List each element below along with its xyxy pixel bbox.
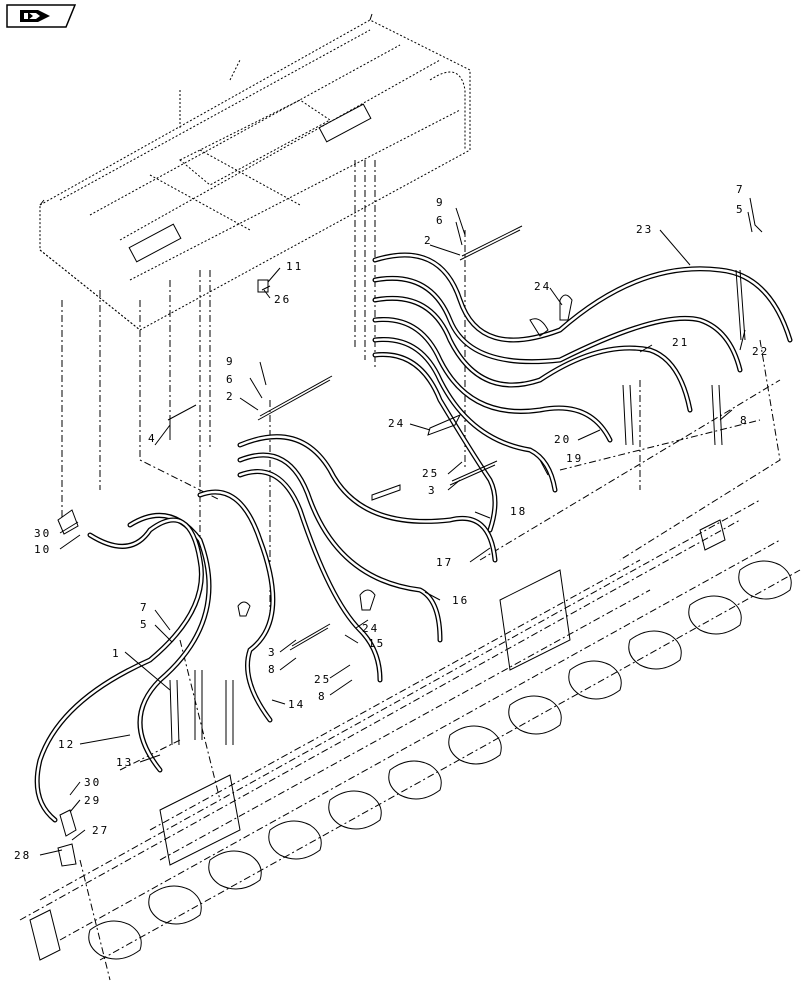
callout-9: 9 <box>226 355 235 368</box>
brackets <box>57 225 746 867</box>
callout-19: 19 <box>566 452 583 465</box>
toolbar-beam <box>19 499 801 961</box>
callout-6: 6 <box>436 214 445 227</box>
previous-page-button[interactable] <box>6 4 76 28</box>
callout-3: 3 <box>268 646 277 659</box>
callout-18: 18 <box>510 505 527 518</box>
rear-hoses <box>372 252 793 533</box>
callout-24: 24 <box>362 622 379 635</box>
callout-29: 29 <box>84 794 101 807</box>
callout-28: 28 <box>14 849 31 862</box>
callout-10: 10 <box>34 543 51 556</box>
callout-5: 5 <box>736 203 745 216</box>
callout-30: 30 <box>84 776 101 789</box>
callout-16: 16 <box>452 594 469 607</box>
callout-17: 17 <box>436 556 453 569</box>
callout-2: 2 <box>424 234 433 247</box>
callout-13: 13 <box>116 756 133 769</box>
callout-1: 1 <box>112 647 121 660</box>
callout-23: 23 <box>636 223 653 236</box>
callout-2: 2 <box>226 390 235 403</box>
callout-6: 6 <box>226 373 235 386</box>
callout-9: 9 <box>436 196 445 209</box>
callout-14: 14 <box>288 698 305 711</box>
callout-27: 27 <box>92 824 109 837</box>
callout-25: 25 <box>422 467 439 480</box>
previous-page-arrow-icon <box>20 10 50 22</box>
callout-22: 22 <box>752 345 769 358</box>
callout-21: 21 <box>672 336 689 349</box>
callout-7: 7 <box>140 601 149 614</box>
front-hoses <box>34 434 498 823</box>
callout-25: 25 <box>314 673 331 686</box>
label-leaders <box>39 197 763 856</box>
callout-11: 11 <box>286 260 303 273</box>
row-units <box>29 519 792 961</box>
callout-labels: 7 5 23 9 6 2 11 26 24 22 21 9 6 2 4 24 8… <box>14 183 769 862</box>
callout-26: 26 <box>274 293 291 306</box>
callout-24: 24 <box>388 417 405 430</box>
callout-30: 30 <box>34 527 51 540</box>
callout-8: 8 <box>318 690 327 703</box>
callout-15: 15 <box>368 637 385 650</box>
callout-7: 7 <box>736 183 745 196</box>
callout-8: 8 <box>740 414 749 427</box>
callout-3: 3 <box>428 484 437 497</box>
main-frame <box>39 13 471 331</box>
callout-4: 4 <box>148 432 157 445</box>
callout-5: 5 <box>140 618 149 631</box>
callout-24: 24 <box>534 280 551 293</box>
callout-12: 12 <box>58 738 75 751</box>
callout-20: 20 <box>554 433 571 446</box>
callout-8: 8 <box>268 663 277 676</box>
